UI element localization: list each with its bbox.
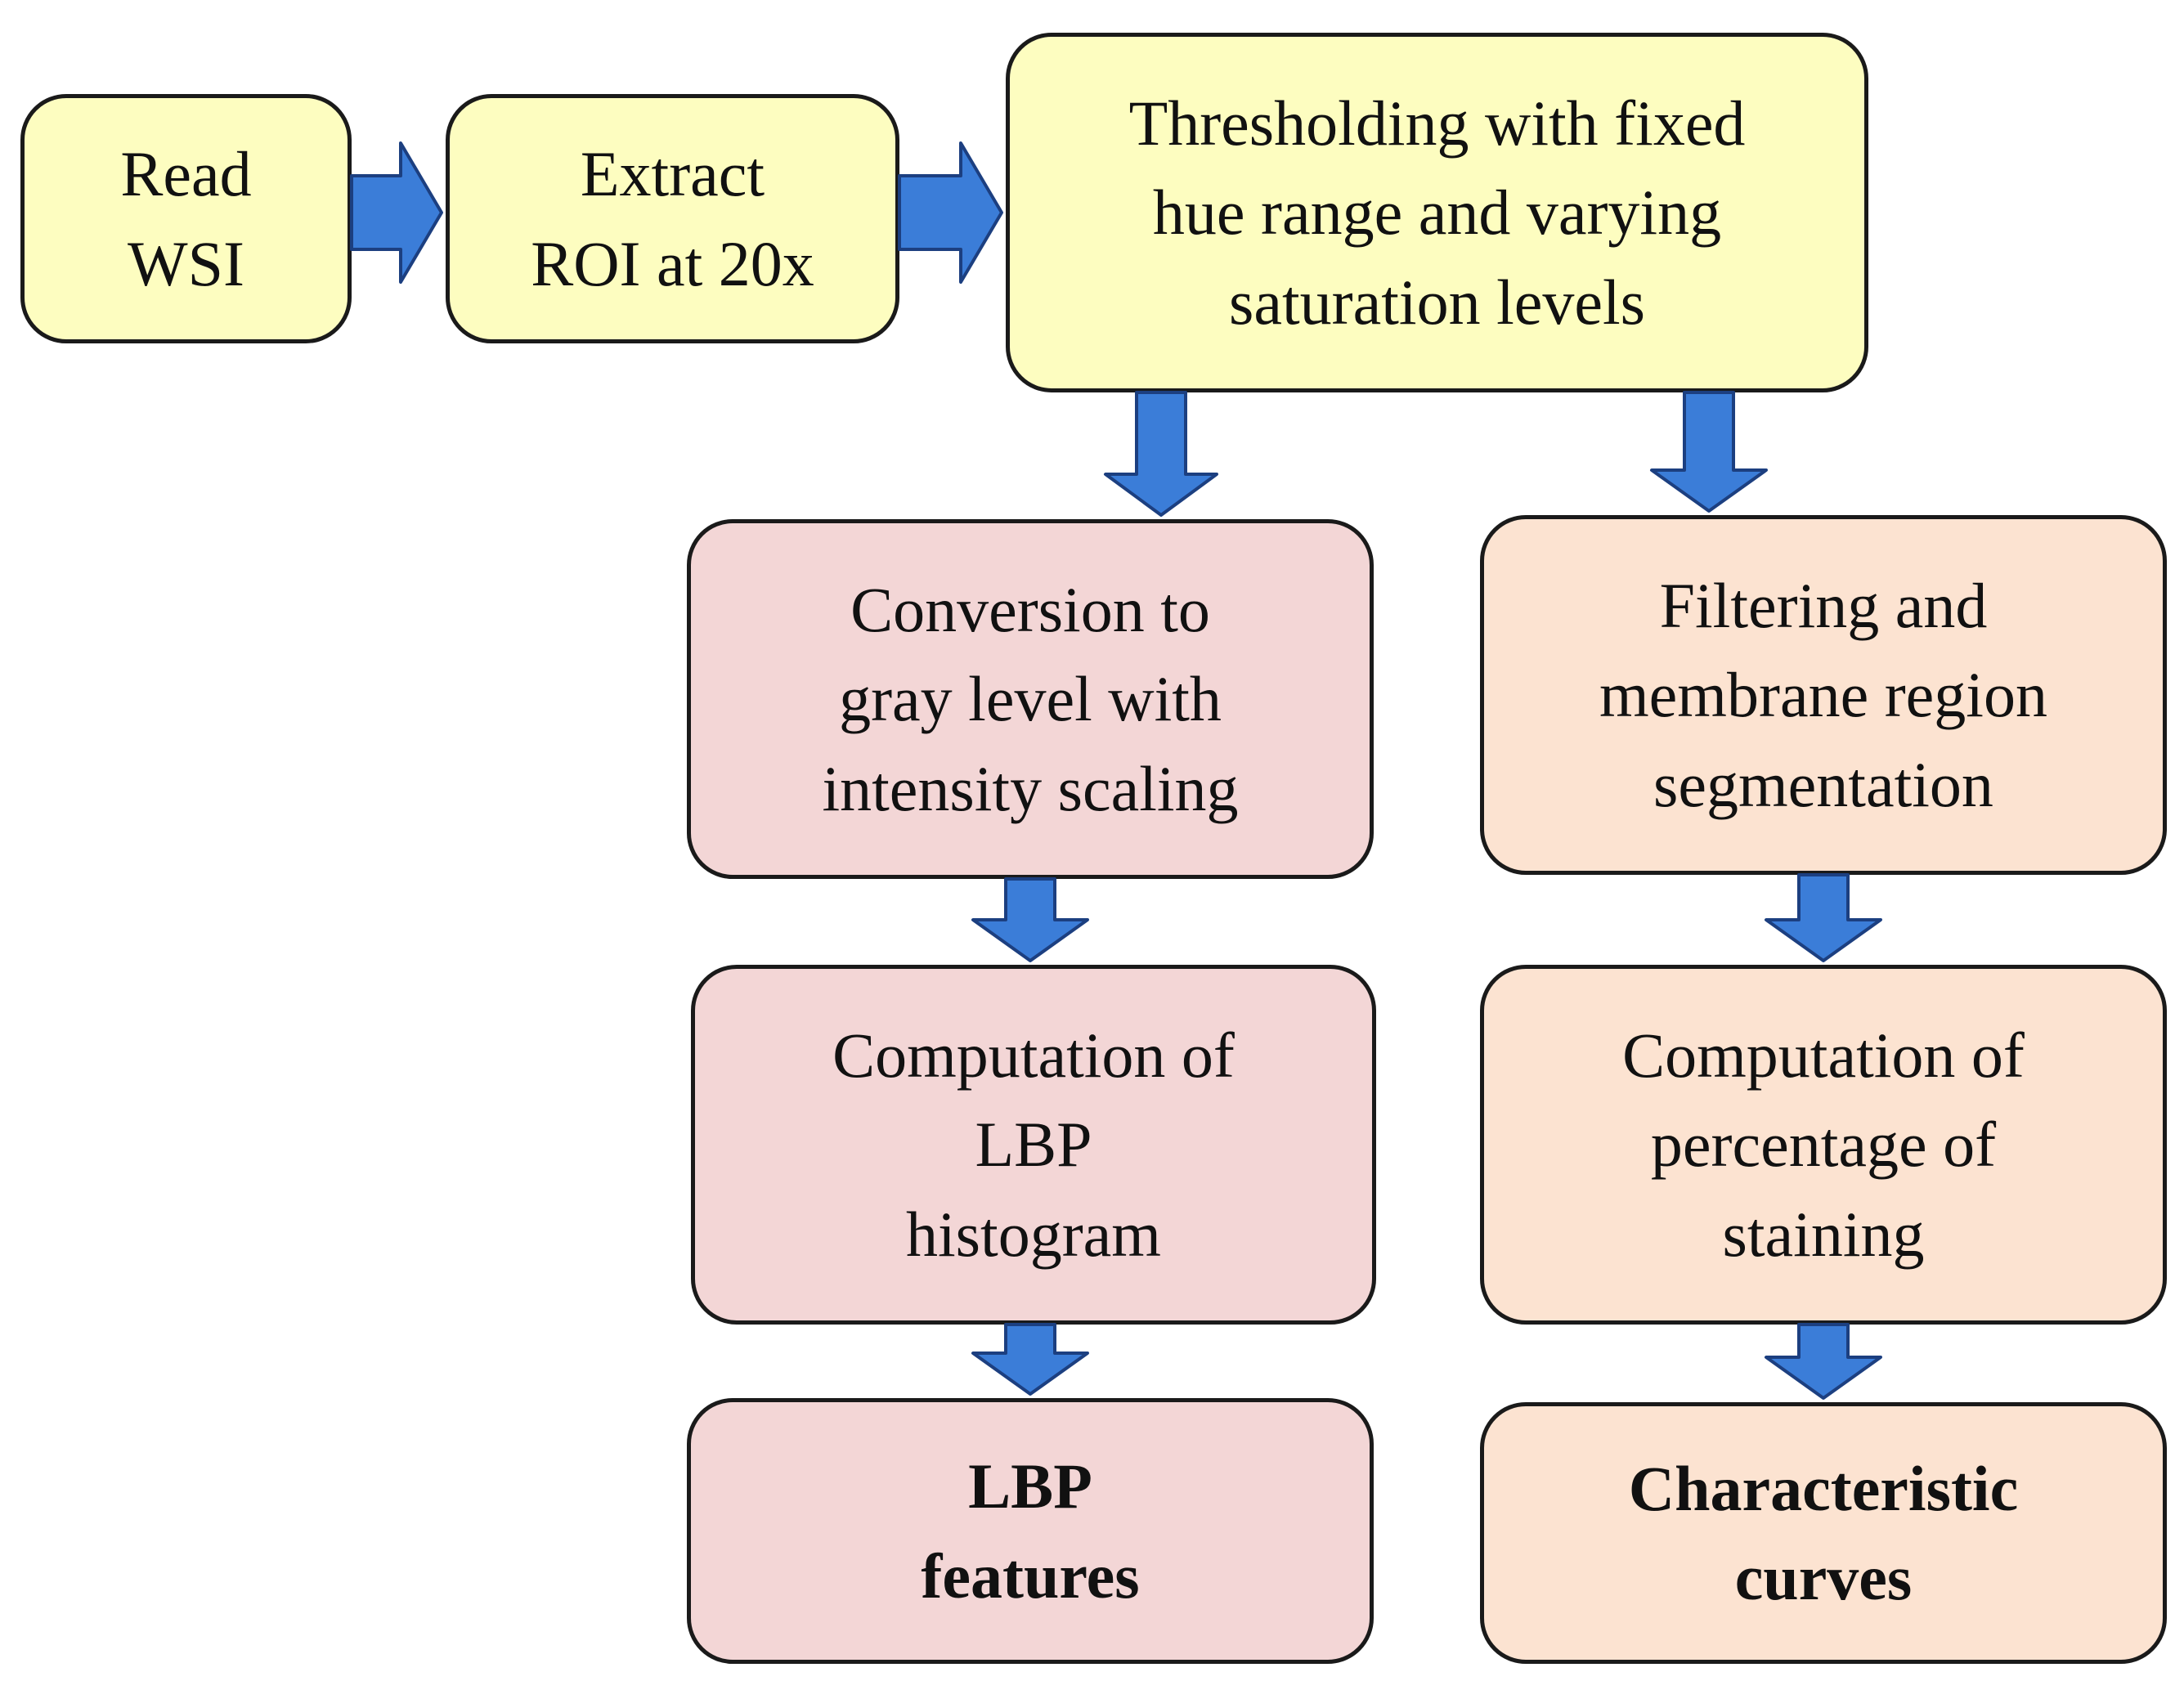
characteristic-curves-label: Characteristic curves — [1628, 1452, 2019, 1613]
membrane-segmentation-box: Filtering and membrane region segmentati… — [1480, 515, 2167, 875]
arrow-segmentation-to-percentage — [1765, 873, 1882, 962]
read-wsi-box: Read WSI — [20, 94, 352, 343]
arrow-extract-to-threshold — [898, 141, 1003, 284]
staining-percentage-label: Computation of percentage of staining — [1622, 1020, 2025, 1270]
staining-percentage-box: Computation of percentage of staining — [1480, 965, 2167, 1325]
lbp-histogram-label: Computation of LBP histogram — [832, 1020, 1235, 1270]
read-wsi-label: Read WSI — [120, 138, 252, 299]
gray-conversion-box: Conversion to gray level with intensity … — [687, 519, 1374, 879]
lbp-features-box: LBP features — [687, 1398, 1374, 1664]
thresholding-label: Thresholding with fixed hue range and va… — [1128, 87, 1746, 338]
lbp-features-label: LBP features — [921, 1450, 1140, 1612]
lbp-histogram-box: Computation of LBP histogram — [691, 965, 1376, 1325]
characteristic-curves-box: Characteristic curves — [1480, 1402, 2167, 1664]
extract-roi-label: Extract ROI at 20x — [531, 138, 814, 299]
extract-roi-box: Extract ROI at 20x — [446, 94, 899, 343]
arrow-percentage-to-curves — [1765, 1323, 1882, 1400]
arrow-threshold-to-gray — [1104, 391, 1218, 517]
membrane-segmentation-label: Filtering and membrane region segmentati… — [1599, 570, 2047, 820]
thresholding-box: Thresholding with fixed hue range and va… — [1006, 33, 1868, 392]
arrow-threshold-to-segmentation — [1650, 391, 1768, 513]
arrow-gray-to-histogram — [971, 877, 1089, 962]
arrow-read-to-extract — [350, 141, 443, 284]
arrow-histogram-to-features — [971, 1323, 1089, 1396]
gray-conversion-label: Conversion to gray level with intensity … — [822, 574, 1239, 824]
